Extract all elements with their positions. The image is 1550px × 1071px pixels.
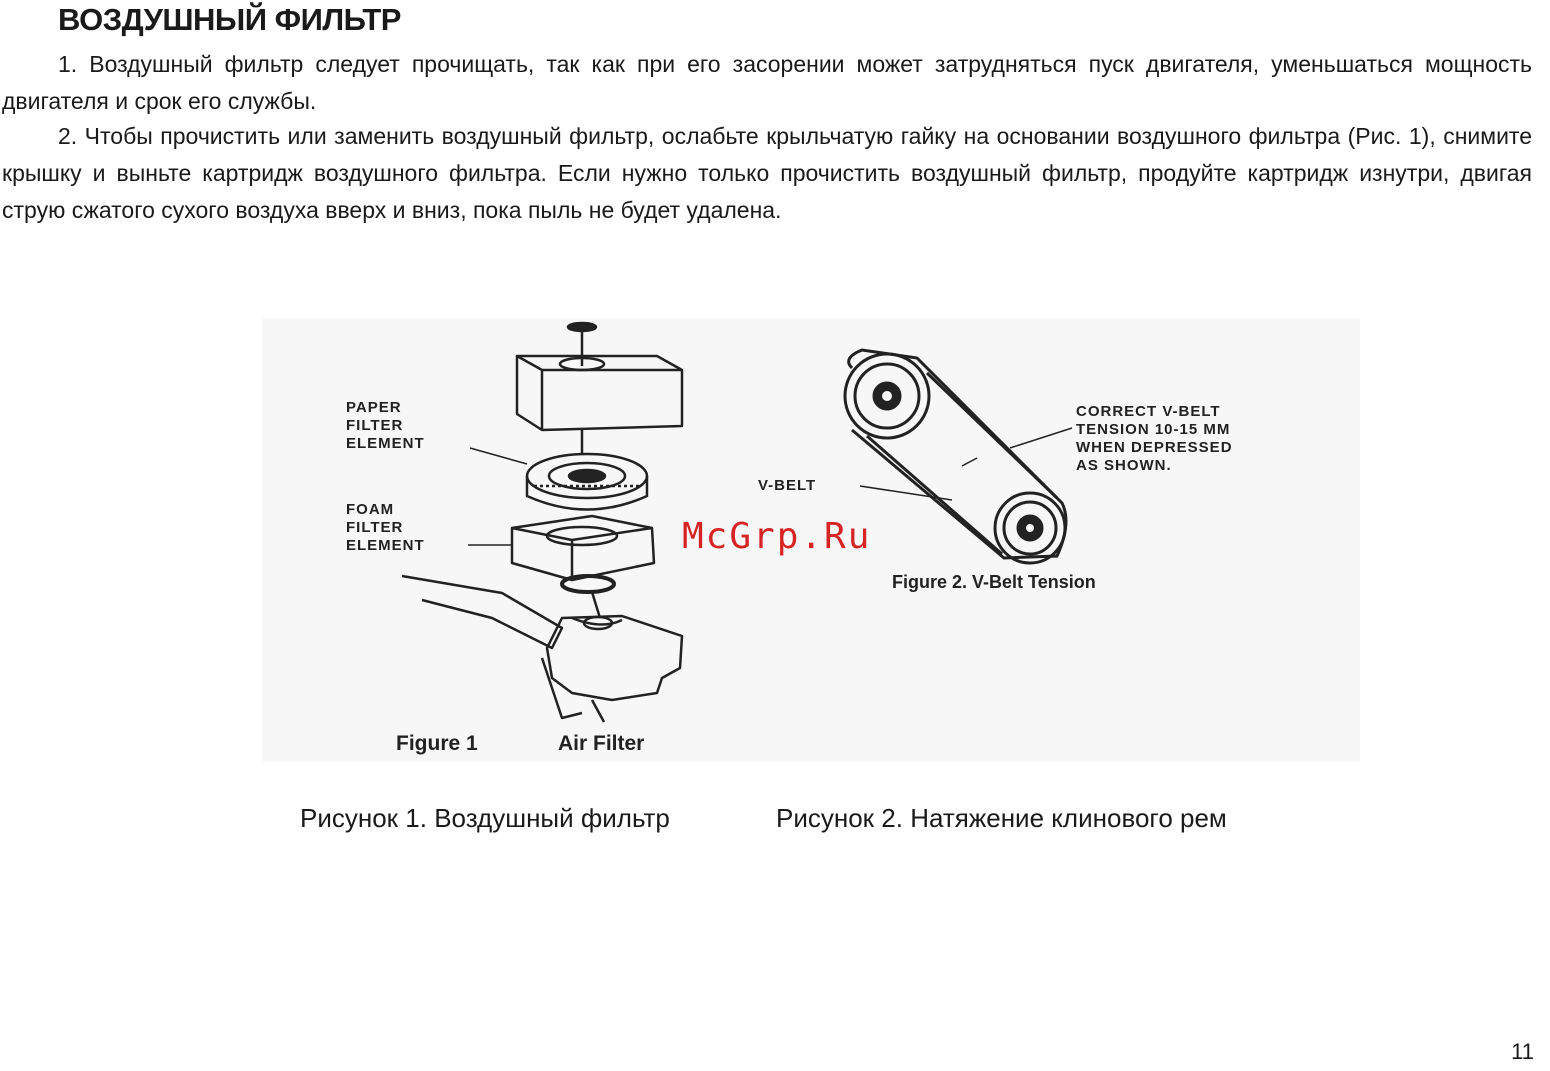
section-heading: ВОЗДУШНЫЙ ФИЛЬТР bbox=[58, 2, 401, 37]
tension-label-line3: WHEN DEPRESSED bbox=[1076, 439, 1233, 456]
figure1-caption-number: Figure 1 bbox=[396, 732, 478, 755]
figure2-caption: Figure 2. V-Belt Tension bbox=[892, 572, 1096, 592]
v-belt-drawing bbox=[843, 348, 1073, 565]
caption-figure-1: Рисунок 1. Воздушный фильтр bbox=[300, 803, 670, 833]
foam-label-line1: FOAM bbox=[346, 501, 394, 518]
foam-label-line3: ELEMENT bbox=[346, 537, 425, 554]
v-belt-label: V-BELT bbox=[758, 477, 816, 494]
foam-filter-label: FOAM FILTER ELEMENT bbox=[346, 501, 425, 554]
air-filter-drawing bbox=[401, 321, 684, 723]
tension-label-line4: AS SHOWN. bbox=[1076, 457, 1172, 474]
paragraph-1: 1. Воздушный фильтр следует прочищать, т… bbox=[2, 51, 1532, 114]
figures-image: PAPER FILTER ELEMENT FOAM FILTER ELEMENT… bbox=[262, 318, 1360, 762]
paragraph-2: 2. Чтобы прочистить или заменить воздушн… bbox=[2, 123, 1532, 223]
paper-label-line1: PAPER bbox=[346, 399, 402, 416]
page-number: 11 bbox=[1511, 1039, 1534, 1064]
figure1-caption-title: Air Filter bbox=[558, 732, 644, 755]
tension-label: CORRECT V-BELT TENSION 10-15 MM WHEN DEP… bbox=[1076, 403, 1233, 474]
foam-label-line2: FILTER bbox=[346, 519, 403, 536]
paper-filter-label: PAPER FILTER ELEMENT bbox=[346, 399, 425, 452]
watermark: McGrp.Ru bbox=[682, 516, 872, 557]
tension-label-line2: TENSION 10-15 MM bbox=[1076, 421, 1230, 438]
paper-label-line2: FILTER bbox=[346, 417, 403, 434]
paper-label-line3: ELEMENT bbox=[346, 435, 425, 452]
caption-figure-2: Рисунок 2. Натяжение клинового рем bbox=[776, 803, 1227, 833]
tension-label-line1: CORRECT V-BELT bbox=[1076, 403, 1221, 420]
